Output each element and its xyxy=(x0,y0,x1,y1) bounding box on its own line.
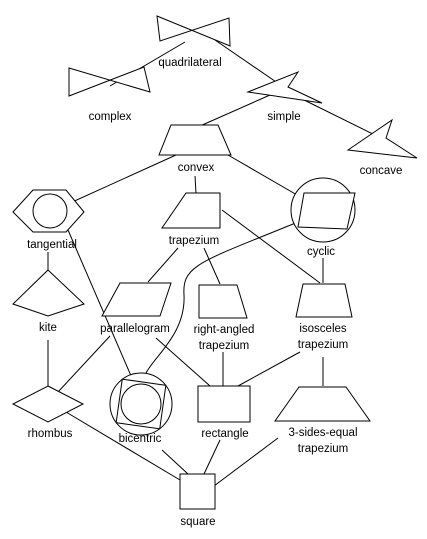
node-kite: kite xyxy=(12,269,85,334)
arrowhead-quadrilateral-icon xyxy=(346,118,418,159)
parallelogram-icon xyxy=(101,282,172,317)
edge-parallelogram-rhombus xyxy=(57,335,111,393)
node-isosceles-trapezium-label-line1: isosceles xyxy=(299,323,347,335)
node-isosceles-trapezium: isosceles trapezium xyxy=(295,283,353,351)
node-concave: concave xyxy=(346,118,418,177)
node-three-sides-equal-trapezium-label-line2: trapezium xyxy=(298,443,349,455)
node-tangential: tangential xyxy=(12,189,85,251)
node-concave-label: concave xyxy=(360,165,403,177)
node-cyclic-label: cyclic xyxy=(307,246,335,258)
rhombus-icon xyxy=(11,385,85,423)
node-isosceles-trapezium-label-line2: trapezium xyxy=(298,339,349,351)
crossed-quadrilateral-icon xyxy=(68,66,151,97)
node-trapezium-label: trapezium xyxy=(169,235,220,247)
edge-simple-convex xyxy=(199,94,271,127)
node-convex: convex xyxy=(158,124,232,174)
edge-trapezium-parallelogram xyxy=(147,247,179,283)
node-kite-label: kite xyxy=(39,322,57,334)
edge-trapezium-isosceles xyxy=(221,209,321,284)
kite-icon xyxy=(12,269,85,317)
node-right-angled-trapezium-label-line2: trapezium xyxy=(199,340,250,352)
square-icon xyxy=(179,473,216,510)
node-square: square xyxy=(179,473,216,528)
node-bicentric: bicentric xyxy=(109,372,173,445)
node-quadrilateral-label: quadrilateral xyxy=(158,57,221,69)
trapezoid-icon xyxy=(158,124,232,156)
trapezium-icon xyxy=(274,386,371,422)
isosceles-trapezium-icon xyxy=(295,283,353,318)
node-complex-label: complex xyxy=(89,111,132,123)
node-three-sides-equal-trapezium-label-line1: 3-sides-equal xyxy=(288,427,357,439)
node-rhombus: rhombus xyxy=(11,385,85,440)
inscribed-quadrilateral-icon xyxy=(297,192,356,230)
node-parallelogram: parallelogram xyxy=(100,282,172,335)
edge-bicentric-square xyxy=(161,449,189,475)
node-right-angled-trapezium: right-angled trapezium xyxy=(194,284,255,352)
node-rhombus-label: rhombus xyxy=(28,428,73,440)
node-three-sides-equal-trapezium: 3-sides-equal trapezium xyxy=(274,386,371,455)
edge-quadrilateral-simple xyxy=(214,39,283,87)
node-rectangle: rectangle xyxy=(197,385,251,440)
edges xyxy=(47,39,386,487)
node-simple: simple xyxy=(246,70,323,123)
edge-rhombus-square xyxy=(65,411,181,481)
trapezium-icon xyxy=(161,192,221,229)
node-parallelogram-label: parallelogram xyxy=(100,323,170,335)
arrowhead-quadrilateral-icon xyxy=(246,70,323,104)
rectangle-icon xyxy=(197,385,251,423)
edge-tangential-bicentric xyxy=(67,229,139,393)
node-simple-label: simple xyxy=(267,111,300,123)
crossed-quadrilateral-icon xyxy=(156,15,231,47)
edge-isosceles-rectangle xyxy=(237,351,301,387)
edge-simple-concave xyxy=(295,95,386,141)
node-square-label: square xyxy=(180,516,215,528)
node-complex: complex xyxy=(68,66,151,123)
node-bicentric-label: bicentric xyxy=(119,433,162,445)
incircle-icon xyxy=(32,193,68,229)
node-convex-label: convex xyxy=(178,162,215,174)
edge-rectangle-square xyxy=(203,439,221,475)
node-quadrilateral: quadrilateral xyxy=(156,15,231,69)
node-trapezium: trapezium xyxy=(161,192,221,247)
right-trapezium-icon xyxy=(198,284,248,319)
edge-convex-trapezium xyxy=(194,175,197,194)
edge-trapezium-right-angled xyxy=(203,247,221,285)
node-cyclic: cyclic xyxy=(290,177,356,258)
edge-cyclic-bicentric xyxy=(144,221,299,376)
node-right-angled-trapezium-label-line1: right-angled xyxy=(194,324,255,336)
incircle-icon xyxy=(120,383,162,425)
node-rectangle-label: rectangle xyxy=(201,428,248,440)
edge-parallelogram-rectangle xyxy=(155,337,211,387)
edge-three-sides-equal-square xyxy=(213,437,279,487)
node-tangential-label: tangential xyxy=(27,239,77,251)
